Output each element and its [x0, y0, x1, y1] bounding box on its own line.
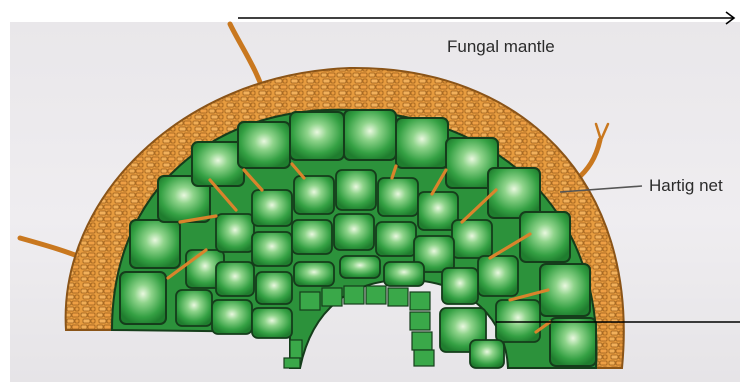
fungal-mantle-label: Fungal mantle	[447, 37, 555, 57]
hartig-net-label: Hartig net	[649, 176, 723, 196]
top-pointer-arrow	[238, 12, 734, 24]
